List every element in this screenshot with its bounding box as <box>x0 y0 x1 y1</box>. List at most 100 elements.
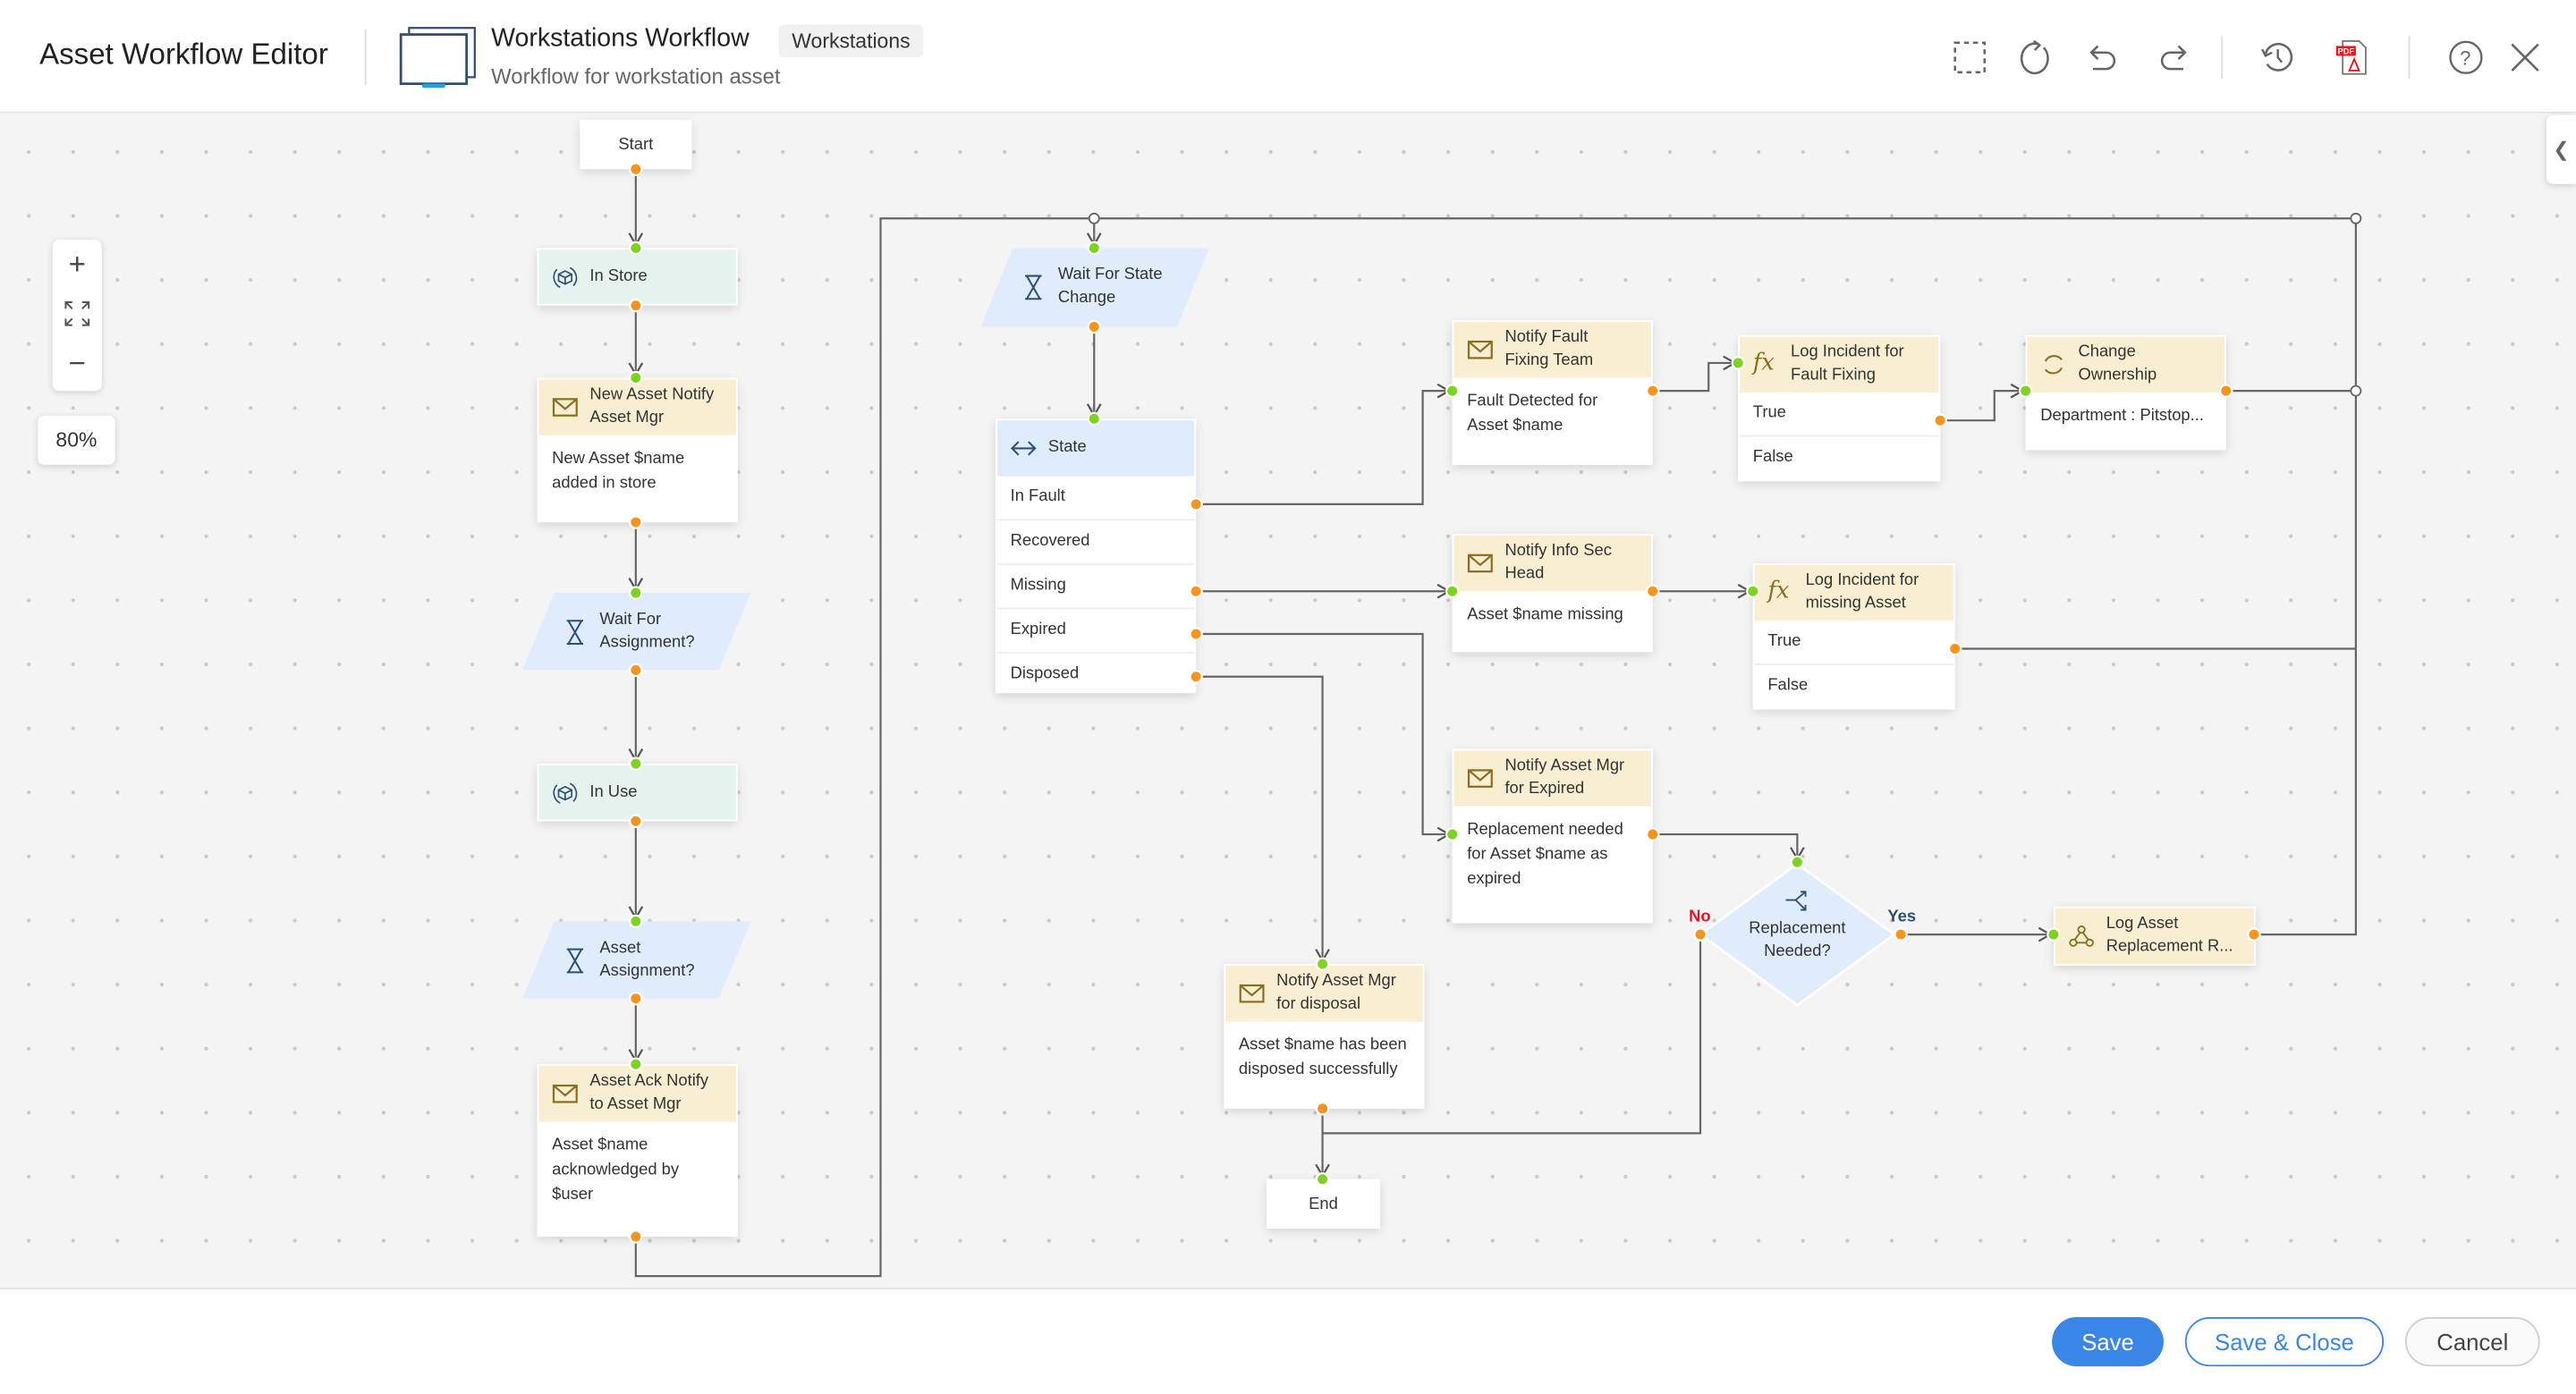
workflow-canvas[interactable] <box>0 113 2576 1288</box>
select-area-icon[interactable] <box>1950 38 1989 77</box>
fit-to-screen-icon[interactable] <box>53 289 102 338</box>
asset-state-icon <box>553 266 578 289</box>
node-body: Asset $name has been disposed successful… <box>1238 1035 1407 1079</box>
zoom-out-button[interactable]: − <box>68 345 86 379</box>
node-title: Asset Ack Notify to Asset Mgr <box>589 1072 709 1114</box>
asset-ack-notify-node[interactable]: Asset Ack Notify to Asset Mgr Asset $nam… <box>537 1064 738 1238</box>
node-body: New Asset $name added in store <box>552 450 685 494</box>
node-title: Log Incident for Fault Fixing <box>1791 342 1904 384</box>
hourglass-icon <box>566 947 584 973</box>
state-option: Missing <box>996 562 1195 608</box>
function-icon: fx <box>1767 578 1790 604</box>
refresh-icon[interactable] <box>2016 38 2055 77</box>
end-node[interactable]: End <box>1267 1179 1380 1229</box>
node-body: Asset $name missing <box>1467 605 1623 624</box>
notify-infosec-node[interactable]: Notify Info Sec Head Asset $name missing <box>1452 533 1653 653</box>
node-title: Notify Asset Mgr for Expired <box>1504 756 1625 798</box>
node-title: Change Ownership <box>2078 342 2157 384</box>
wait-for-assignment-node[interactable]: Wait For Assignment? <box>522 593 751 671</box>
close-icon[interactable] <box>2505 38 2545 77</box>
node-label: Replacement Needed? <box>1749 919 1846 961</box>
change-ownership-node[interactable]: Change Ownership Department : Pitstop... <box>2025 334 2226 451</box>
in-use-node[interactable]: In Use <box>537 764 738 822</box>
state-node[interactable]: State In Fault Recovered Missing Expired… <box>996 418 1197 694</box>
node-body: Fault Detected for Asset $name <box>1467 392 1598 435</box>
mail-icon <box>1467 553 1493 573</box>
chevron-left-icon: ❮ <box>2553 138 2570 161</box>
false-branch: False <box>1754 663 1953 708</box>
switch-arrows-icon <box>1010 441 1037 456</box>
log-incident-fault-node[interactable]: fx Log Incident for Fault Fixing True Fal… <box>1738 334 1941 482</box>
hourglass-icon <box>566 619 584 645</box>
state-option: In Fault <box>1010 487 1065 506</box>
node-body: Asset $name acknowledged by $user <box>552 1136 680 1204</box>
node-label: End <box>1309 1195 1338 1213</box>
no-branch-label: No <box>1689 908 1711 926</box>
node-body: Department : Pitstop... <box>2040 407 2204 426</box>
mail-icon <box>1467 769 1493 788</box>
node-body: Replacement needed for Asset $name as ex… <box>1467 821 1623 889</box>
notify-disposal-node[interactable]: Notify Asset Mgr for disposal Asset $nam… <box>1224 964 1425 1109</box>
branch-icon <box>1785 891 1807 911</box>
node-title: State <box>1047 438 1087 457</box>
toolbar-divider <box>2408 36 2411 80</box>
webhook-icon <box>2069 925 2094 947</box>
cancel-button[interactable]: Cancel <box>2404 1317 2540 1367</box>
workflow-badge: Workstations <box>778 24 924 58</box>
toolbar-divider <box>2221 36 2224 80</box>
undo-icon[interactable] <box>2083 38 2123 77</box>
mail-icon <box>552 1084 578 1103</box>
function-icon: fx <box>1752 350 1775 376</box>
zoom-in-button[interactable]: + <box>68 247 86 281</box>
collapse-panel-button[interactable]: ❮ <box>2546 114 2576 184</box>
divider <box>364 30 367 86</box>
log-incident-missing-node[interactable]: fx Log Incident for missing Asset True Fa… <box>1752 562 1955 710</box>
mail-icon <box>552 398 578 417</box>
history-icon[interactable] <box>2258 38 2297 77</box>
mail-icon <box>1239 984 1265 1003</box>
node-title: Notify Fault Fixing Team <box>1504 328 1594 370</box>
node-label: Asset Assignment? <box>599 938 695 980</box>
asset-assignment-node[interactable]: Asset Assignment? <box>522 921 751 999</box>
node-title: Notify Info Sec Head <box>1504 542 1612 584</box>
zoom-controls: + − <box>52 240 102 392</box>
save-and-close-button[interactable]: Save & Close <box>2184 1317 2385 1367</box>
node-title: Log Incident for missing Asset <box>1805 571 1919 613</box>
workstation-icon <box>399 27 476 89</box>
yes-branch-label: Yes <box>1887 908 1917 926</box>
start-node[interactable]: Start <box>580 120 692 170</box>
false-branch: False <box>1740 435 1939 480</box>
wait-for-state-change-node[interactable]: Wait For State Change <box>980 248 1209 327</box>
svg-text:?: ? <box>2460 47 2470 70</box>
true-branch: True <box>1752 403 1786 423</box>
change-cycle-icon <box>2044 355 2063 375</box>
hourglass-icon <box>1025 275 1042 300</box>
footer: Save Save & Close Cancel <box>0 1287 2576 1394</box>
help-icon[interactable]: ? <box>2446 38 2486 77</box>
pdf-export-icon[interactable]: PDF <box>2333 38 2372 77</box>
state-option: Expired <box>996 607 1195 653</box>
mail-icon <box>1467 340 1493 359</box>
node-label: Start <box>618 135 654 154</box>
notify-fault-node[interactable]: Notify Fault Fixing Team Fault Detected … <box>1452 320 1653 465</box>
in-store-node[interactable]: In Store <box>537 248 738 306</box>
replacement-needed-decision[interactable]: Replacement Needed? <box>1699 862 1896 1007</box>
save-button[interactable]: Save <box>2052 1317 2164 1367</box>
new-asset-notify-node[interactable]: New Asset Notify Asset Mgr New Asset $na… <box>537 377 738 523</box>
log-asset-replacement-node[interactable]: Log Asset Replacement R... <box>2053 906 2256 966</box>
node-title: Log Asset Replacement R... <box>2106 915 2233 956</box>
node-title: Notify Asset Mgr for disposal <box>1276 972 1396 1014</box>
true-branch: True <box>1767 632 1801 651</box>
zoom-level: 80% <box>38 415 115 465</box>
state-option: Recovered <box>996 519 1195 563</box>
workflow-title: Workstations Workflow <box>491 24 750 53</box>
svg-text:PDF: PDF <box>2338 47 2355 56</box>
notify-expired-node[interactable]: Notify Asset Mgr for Expired Replacement… <box>1452 748 1653 924</box>
redo-icon[interactable] <box>2154 38 2193 77</box>
node-label: In Use <box>589 783 638 802</box>
state-option: Disposed <box>996 652 1195 697</box>
node-title: New Asset Notify Asset Mgr <box>589 385 715 427</box>
app-title: Asset Workflow Editor <box>39 38 328 71</box>
header: Asset Workflow Editor Workstations Workf… <box>0 0 2576 114</box>
asset-state-icon <box>553 782 578 804</box>
